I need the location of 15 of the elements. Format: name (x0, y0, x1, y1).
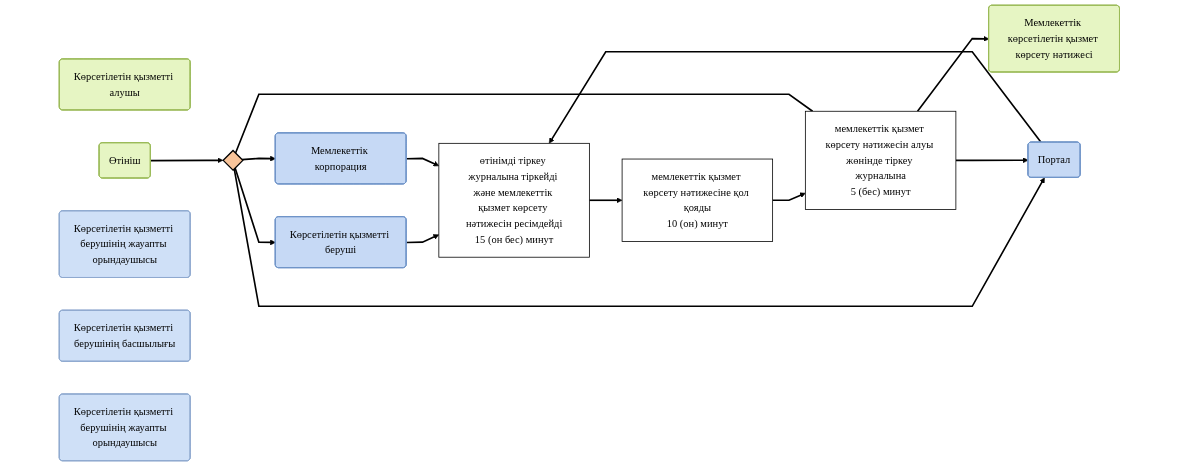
node-box: мемлекеттік қызмет көрсету нәтижесін алуы жөнінде тіркеу журналына 5 (бес) минут (805, 110, 957, 210)
node-diamond (222, 149, 244, 172)
node-box: мемлекеттік қызмет көрсету нәтижесіне қол қояды 10 (он) минут (621, 158, 774, 242)
arrow (916, 35, 990, 113)
arrow (149, 157, 224, 164)
connector (234, 93, 814, 155)
arrow (241, 155, 276, 162)
arrow (588, 197, 623, 204)
node-box: өтінімді тіркеу журналына тіркейді және мемлекеттік қызмет көрсету нәтижесін ресімдейді 15 (он бес) минут (438, 142, 590, 258)
arrow (233, 167, 1045, 308)
arrow (771, 192, 806, 202)
arrow (405, 234, 440, 244)
arrow (405, 157, 440, 167)
arrow (549, 50, 1042, 144)
arrow (955, 157, 1029, 164)
